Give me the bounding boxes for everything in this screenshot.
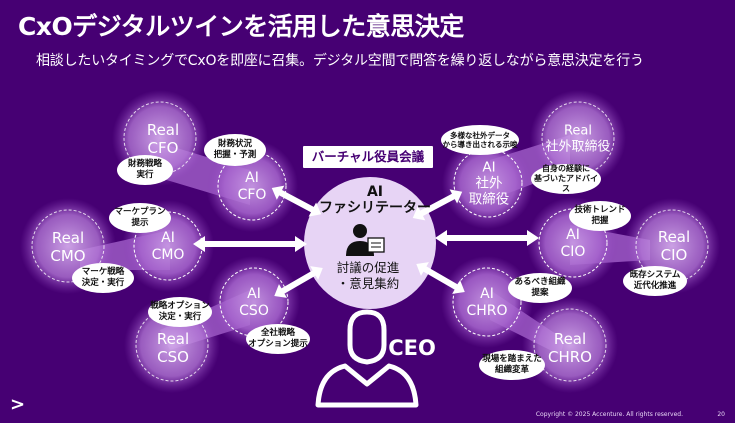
facilitator-title: AI ファシリテーター [319,183,431,216]
bubble-director-real: 自身の経験に 基づいたアドバイス [531,164,601,194]
real-cio-label: Real CIO [657,228,691,264]
bubble-chro-real: 現場を踏まえた 組織変革 [479,350,545,380]
bubble-chro-ai: あるべき組織 提案 [508,273,572,303]
ceo-silhouette-icon [315,309,419,408]
real-chro-circle [522,297,618,393]
bubble-cso-real: 戦略オプション 決定・実行 [148,297,212,327]
page-number: 20 [717,411,725,418]
ai-cmo-label: AI CMO [151,230,185,263]
real-chro-label: Real CHRO [548,330,592,366]
bubble-cmo-ai: マーケプラン 提示 [109,203,171,233]
accenture-logo: > [10,394,26,415]
real-director-circle [530,90,626,186]
bubble-cfo-real: 財務戦略 実行 [117,155,173,185]
ceo-label: CEO [388,336,436,360]
page-title: CxOデジタルツインを活用した意思決定 [18,12,464,41]
arrows [193,185,539,298]
ai-director-label: AI 社外 取締役 [468,159,510,209]
facilitator-person-icon [346,224,385,256]
bubble-cso-ai: 全社戦略 オプション提示 [246,324,310,354]
facilitator-subtitle: 討議の促進 ・意見集約 [336,259,400,291]
ai-chro-label: AI CHRO [466,286,508,319]
bubble-cmo-real: マーケ戦略 決定・実行 [72,263,134,293]
real-cmo-label: Real CMO [50,229,86,265]
bubble-cio-ai: 技術トレンド 把握 [569,201,631,231]
bubble-cio-real: 既存システム 近代化推進 [623,266,687,296]
ai-cfo-label: AI CFO [237,170,267,203]
ai-cio-label: AI CIO [560,227,586,260]
bubble-cfo-ai: 財務状況 把握・予測 [204,134,266,166]
copyright-text: Copyright © 2025 Accenture. All rights r… [535,411,683,418]
bubble-director-ai: 多様な社外データ から導き出される示唆 [441,125,519,155]
virtual-board-banner: バーチャル役員会議 [303,146,433,168]
real-director-label: Real 社外取締役 [545,123,611,154]
real-cfo-label: Real CFO [146,121,180,157]
page-subtitle: 相談したいタイミングでCxOを即座に召集。デジタル空間で問答を繰り返しながら意思… [36,53,644,69]
ai-cso-label: AI CSO [239,286,269,319]
real-cso-label: Real CSO [156,330,190,366]
